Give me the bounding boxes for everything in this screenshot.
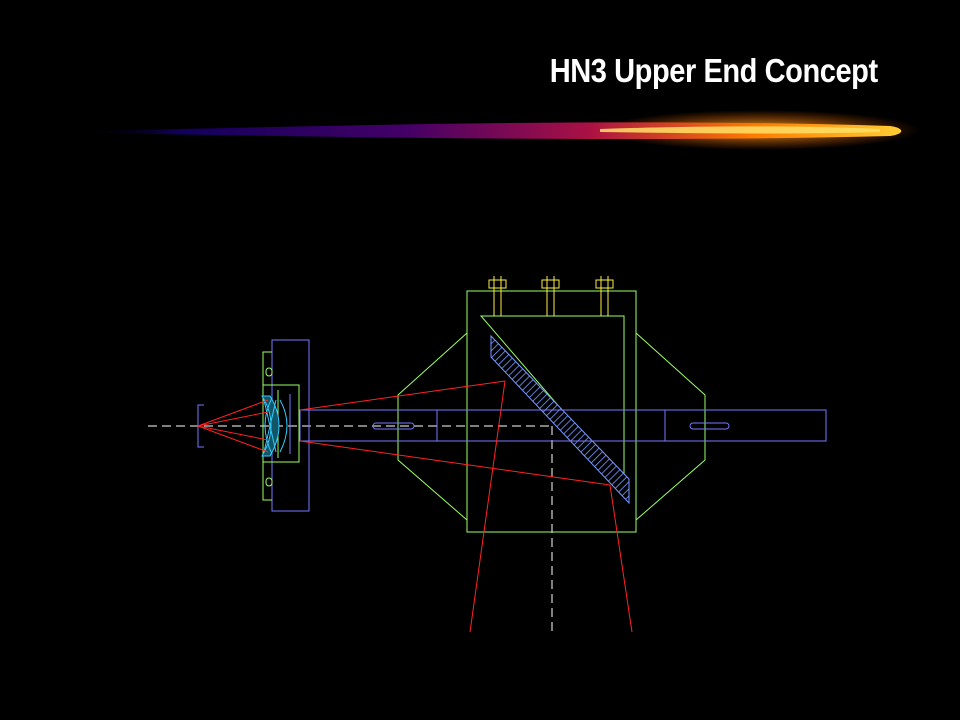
bolt-center [541, 276, 560, 316]
support-rail [299, 409, 827, 442]
slide-title: HN3 Upper End Concept [550, 52, 878, 89]
mirror-housing [397, 290, 706, 533]
bolt-right [595, 276, 614, 316]
title-swoosh [80, 110, 920, 150]
bolt-left [488, 276, 507, 316]
ray-trace [197, 380, 633, 633]
housing-bolts [488, 276, 614, 316]
diagonal-mirror [490, 334, 630, 505]
lens-elements [261, 395, 288, 457]
optical-axis [148, 425, 553, 632]
